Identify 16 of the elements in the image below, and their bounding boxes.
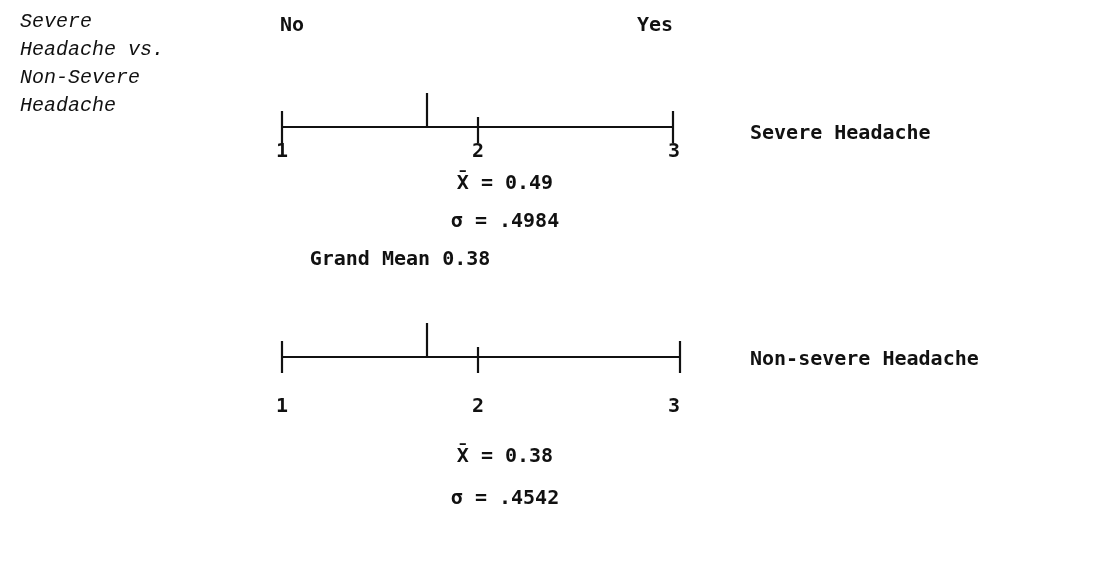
scale-end-label: Yes [636, 12, 674, 36]
row-label: Non-severe Headache [750, 346, 979, 370]
tick-label: 1 [276, 393, 288, 417]
tick-label: 2 [472, 138, 484, 162]
row-label: Severe Headache [750, 120, 931, 144]
mean-value: X̄ = 0.38 [456, 443, 554, 467]
mean-value: X̄ = 0.49 [456, 170, 554, 194]
tick-label: 1 [276, 138, 288, 162]
standard-deviation: σ = .4542 [450, 485, 560, 509]
tick-label: 2 [472, 393, 484, 417]
scale-end-label: No [279, 12, 305, 36]
grand-mean-label: Grand Mean 0.38 [309, 246, 491, 270]
tick-label: 3 [668, 393, 680, 417]
standard-deviation: σ = .4984 [450, 208, 560, 232]
tick-label: 3 [668, 138, 680, 162]
comparison-heading: Severe Headache vs. Non-Severe Headache [20, 9, 166, 119]
